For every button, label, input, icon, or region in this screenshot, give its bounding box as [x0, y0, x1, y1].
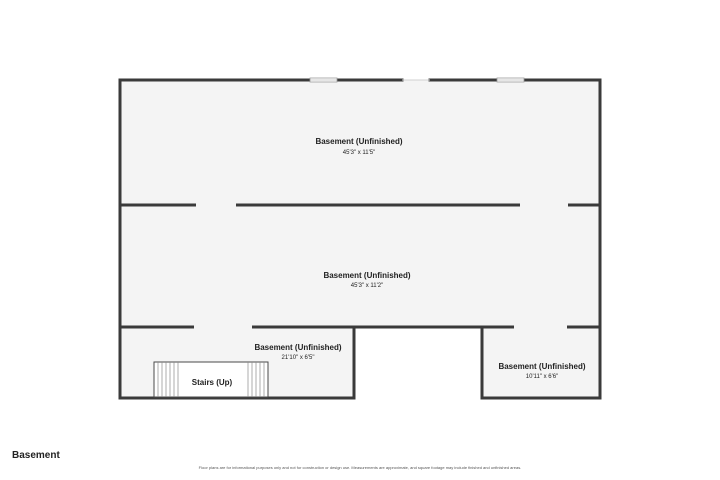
room-dimensions: 21'10" x 6'5": [282, 355, 315, 361]
floor-area: [120, 80, 600, 398]
disclaimer: Floor plans are for informational purpos…: [198, 465, 522, 470]
floor-label: Basement: [12, 450, 60, 461]
interior-walls: [120, 203, 600, 329]
window: [309, 77, 338, 83]
room-name: Basement (Unfinished): [498, 362, 585, 371]
window: [496, 77, 525, 83]
room-dimensions: 45'3" x 11'2": [351, 283, 383, 289]
room-name: Basement (Unfinished): [254, 343, 341, 352]
stairs-label: Stairs (Up): [192, 378, 233, 387]
room-dimensions: 45'3" x 11'5": [343, 150, 375, 156]
room-name: Basement (Unfinished): [323, 271, 410, 280]
stairs: [153, 361, 269, 398]
outer-walls: [118, 78, 602, 400]
room-dimensions: 10'11" x 6'6": [526, 374, 558, 380]
room-name: Basement (Unfinished): [315, 137, 402, 146]
